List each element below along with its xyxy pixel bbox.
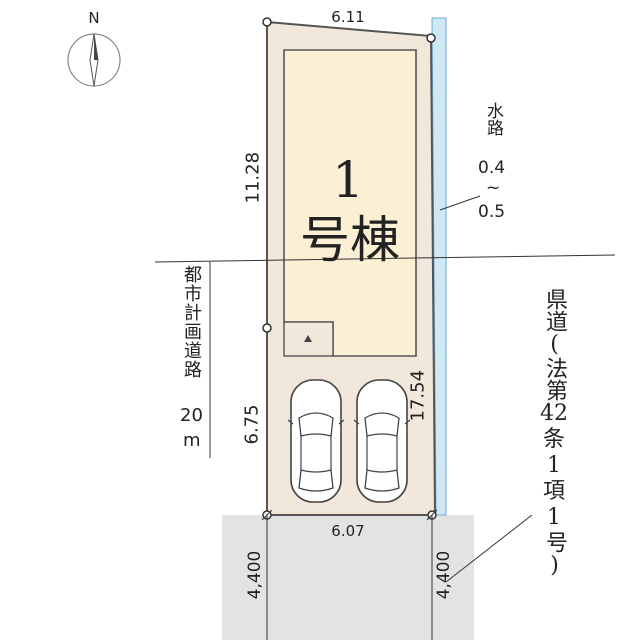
building-label: 号棟 xyxy=(300,211,400,269)
corner-marker xyxy=(426,33,436,43)
car-icon xyxy=(287,379,345,503)
compass: N xyxy=(67,9,121,87)
water-channel xyxy=(431,17,447,516)
entrance-marker-icon xyxy=(304,335,312,342)
road-width-right: 4,400 xyxy=(434,550,454,600)
prefectural-road-label: 県道(法第 42 条 1 項 1 号) xyxy=(536,288,572,578)
frontage-top-dimension: 6.11 xyxy=(331,8,364,26)
car-icon xyxy=(353,379,411,503)
city-road-width-value: 20 xyxy=(180,405,203,426)
city-road-width-unit: m xyxy=(183,430,201,451)
corner-marker xyxy=(262,323,272,333)
city-road-label: 都市計画道路 xyxy=(181,265,202,379)
prefectural-road-label-line2: 42 xyxy=(540,401,568,426)
prefectural-road-label-line1: 県道(法第 xyxy=(542,288,567,401)
city-road-line xyxy=(154,254,616,263)
left-upper-length: 11.28 xyxy=(242,151,264,204)
road-width-left: 4,400 xyxy=(245,550,265,600)
prefectural-road-label-line5: 項 xyxy=(542,479,565,504)
water-width-to: 0.5 xyxy=(478,202,506,222)
right-length: 17.54 xyxy=(407,369,429,422)
prefectural-road-label-line7: 号) xyxy=(542,531,567,578)
water-width-from: 0.4 xyxy=(478,158,506,178)
water-channel-label: 水路 xyxy=(483,102,503,136)
frontage-bottom-dimension: 6.07 xyxy=(331,522,364,540)
building-number: 1 xyxy=(332,151,364,209)
prefectural-road-label-line4: 1 xyxy=(547,453,561,478)
water-width-sep: ~ xyxy=(486,178,501,198)
prefectural-road-label-line3: 条 xyxy=(542,427,565,452)
water-leader-line xyxy=(439,195,481,211)
corner-marker xyxy=(262,17,272,27)
left-lower-length: 6.75 xyxy=(241,404,263,445)
road-leader-line xyxy=(445,514,533,583)
road-dimension-lines xyxy=(261,509,438,640)
prefectural-road-label-line6: 1 xyxy=(547,505,561,530)
compass-north-label: N xyxy=(88,9,99,27)
